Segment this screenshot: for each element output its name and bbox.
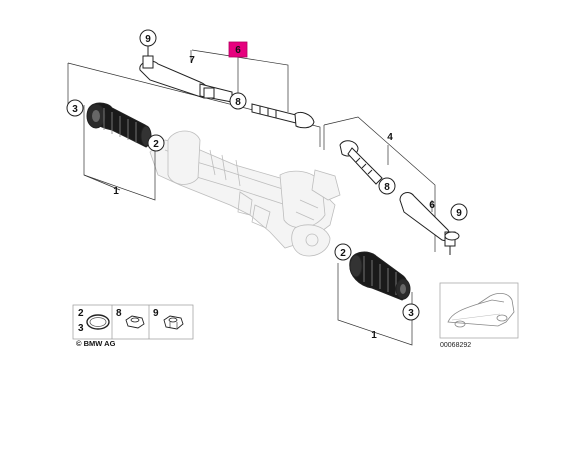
callout-8-right: 8 [378,177,396,195]
vehicle-thumbnail [439,282,519,339]
nut-icon-c [163,315,184,330]
callout-2-right: 2 [334,243,352,261]
right-tie-rod-end [399,192,460,255]
callout-label: 2 [340,248,346,259]
callout-label: 1 [371,330,377,341]
legend-item-c: 9 [153,308,159,319]
callout-label: 2 [153,139,159,150]
left-bracket-frame [67,49,321,147]
right-inner-tie-rod [339,140,383,185]
callout-9-right: 9 [450,203,468,221]
callout-2-left: 2 [147,134,165,152]
steering-rack-housing [149,130,341,257]
right-boot [349,251,411,301]
callout-label: 7 [189,55,195,66]
nut-icon-b [125,315,145,329]
callout-1-left: 1 [113,186,119,197]
callout-label: 6 [429,200,435,211]
callout-label: 9 [145,34,151,45]
callout-9-top-left: 9 [139,29,157,47]
callout-4: 4 [387,132,393,143]
callout-label: 3 [408,308,414,319]
callout-label: 8 [384,182,390,193]
callout-label: 9 [456,208,462,219]
callout-label: 4 [387,132,393,143]
left-inner-tie-rod [251,103,315,129]
left-boot-frame [83,105,156,201]
callout-6-highlighted: 6 [228,41,248,58]
callout-label: 1 [113,186,119,197]
legend-item-a-top: 2 [78,308,84,319]
image-code: 00068292 [440,342,471,349]
callout-3-left: 3 [66,99,84,117]
left-tie-rod-end [139,46,233,103]
callout-3-right: 3 [402,303,420,321]
legend-item-a-bottom: 3 [78,323,84,334]
copyright-text: © BMW AG [76,339,116,348]
left-boot [86,102,152,148]
callout-label: 8 [235,97,241,108]
parts-legend: 2 3 8 9 [72,304,194,340]
callout-label: 3 [72,104,78,115]
clamp-ring-icon [86,314,110,330]
callout-8-left: 8 [229,92,247,110]
highlight-label: 6 [235,45,241,56]
callout-1-right: 1 [371,330,377,341]
legend-item-b: 8 [116,308,122,319]
callout-6-right: 6 [429,200,435,211]
callout-7: 7 [189,55,195,66]
